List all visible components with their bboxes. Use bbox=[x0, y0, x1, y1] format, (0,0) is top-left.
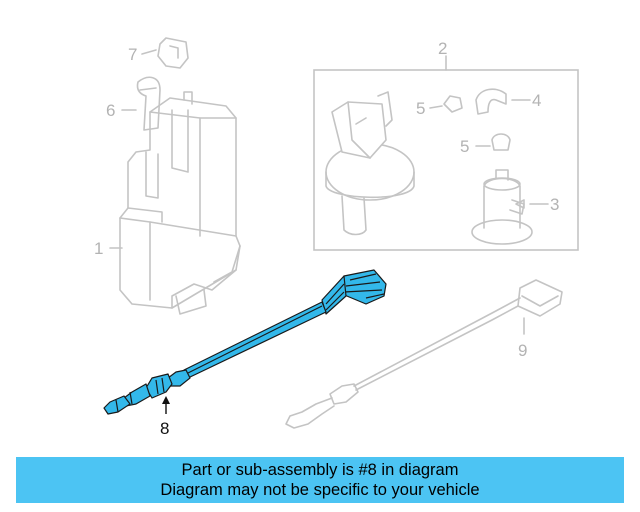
part-7-clip bbox=[157, 37, 189, 69]
part-5-clip-a bbox=[443, 95, 463, 113]
callout-6: 6 bbox=[106, 101, 115, 120]
callout-8-arrow bbox=[162, 396, 170, 404]
callout-4: 4 bbox=[532, 91, 541, 110]
callout-3-arrow bbox=[515, 199, 525, 209]
banner-line-1: Part or sub-assembly is #8 in diagram bbox=[181, 461, 459, 479]
part-6-hose bbox=[136, 76, 161, 131]
part-3-solenoid bbox=[471, 169, 533, 245]
callout-7-leader bbox=[141, 49, 157, 55]
callout-1: 1 bbox=[94, 239, 103, 258]
callout-8: 8 bbox=[160, 419, 169, 438]
callout-2: 2 bbox=[438, 39, 447, 58]
callout-9: 9 bbox=[518, 341, 527, 360]
part-2-valve bbox=[325, 91, 415, 236]
parts-diagram: 1 2 3 4 5 5 6 7 8 9 bbox=[94, 37, 579, 438]
callout-5a: 5 bbox=[416, 99, 425, 118]
part-4-hose bbox=[475, 88, 507, 115]
part-1-canister bbox=[119, 91, 241, 315]
part-8-oxygen-sensor bbox=[103, 269, 387, 415]
callout-5b: 5 bbox=[460, 137, 469, 156]
banner-line-2: Diagram may not be specific to your vehi… bbox=[160, 481, 480, 499]
info-banner: Part or sub-assembly is #8 in diagram Di… bbox=[16, 457, 624, 503]
part-5-clip-b bbox=[491, 133, 511, 151]
callout-3: 3 bbox=[550, 195, 559, 214]
part-9-oxygen-sensor bbox=[285, 279, 563, 429]
callout-5a-leader bbox=[429, 105, 443, 109]
callout-7: 7 bbox=[128, 45, 137, 64]
